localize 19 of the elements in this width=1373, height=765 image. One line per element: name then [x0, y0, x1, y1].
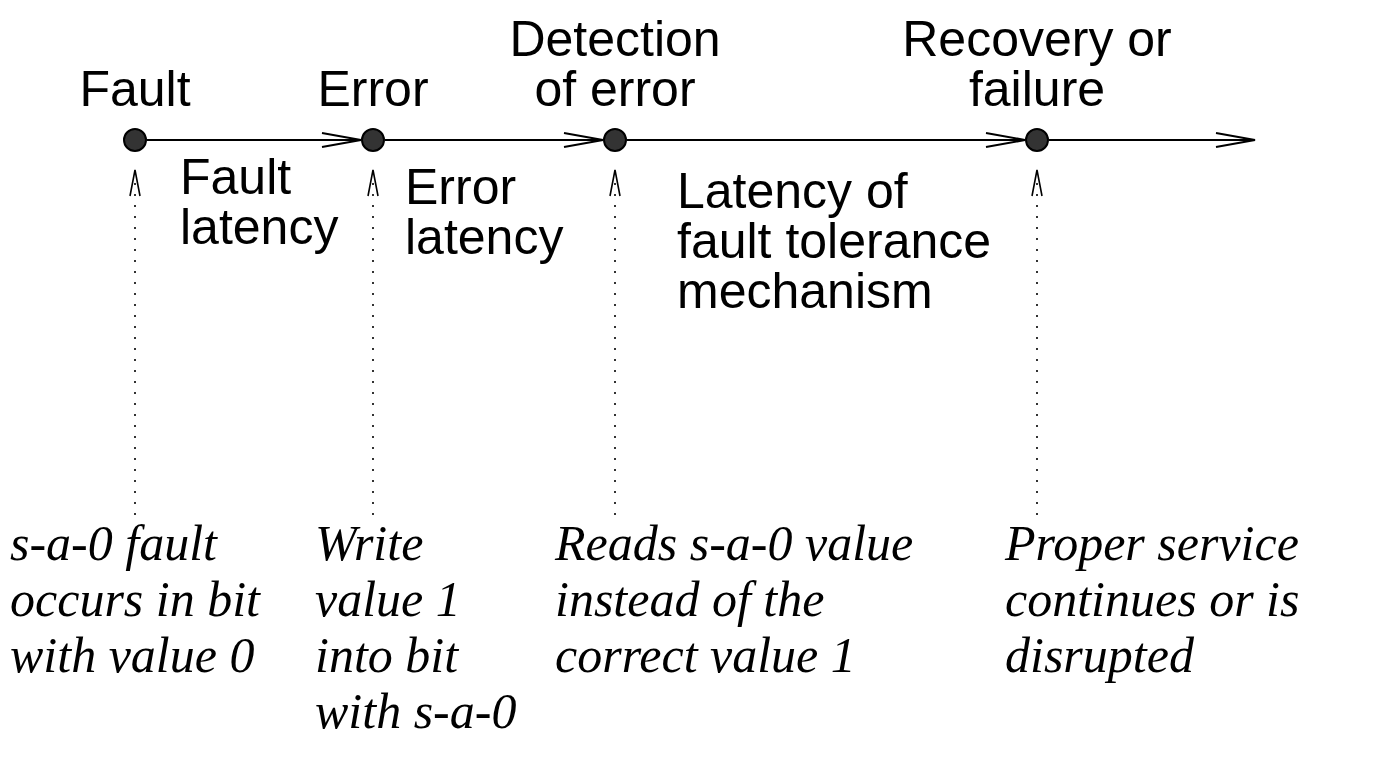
- event-label: Detection of error: [508, 14, 722, 114]
- event-note: s-a-0 fault occurs in bit with value 0: [10, 515, 300, 683]
- arrow: [146, 132, 362, 148]
- leader-line: [1031, 169, 1043, 516]
- event-label: Fault: [79, 64, 191, 114]
- leader-line: [367, 169, 379, 516]
- arrow: [1048, 132, 1256, 148]
- event-label: Error: [317, 64, 429, 114]
- leader-line: [129, 169, 141, 516]
- event-note: Reads s-a-0 value instead of the correct value 1: [555, 515, 955, 683]
- arrow: [384, 132, 604, 148]
- arrow: [626, 132, 1026, 148]
- event-note: Proper service continues or is disrupted: [1005, 515, 1360, 683]
- edge-label: Fault latency: [180, 152, 340, 252]
- edge-label: Latency of fault tolerance mechanism: [677, 166, 993, 316]
- event-label: Recovery or failure: [901, 14, 1173, 114]
- leader-line: [609, 169, 621, 516]
- edge-label: Error latency: [405, 162, 565, 262]
- event-note: Write value 1 into bit with s-a-0: [315, 515, 540, 739]
